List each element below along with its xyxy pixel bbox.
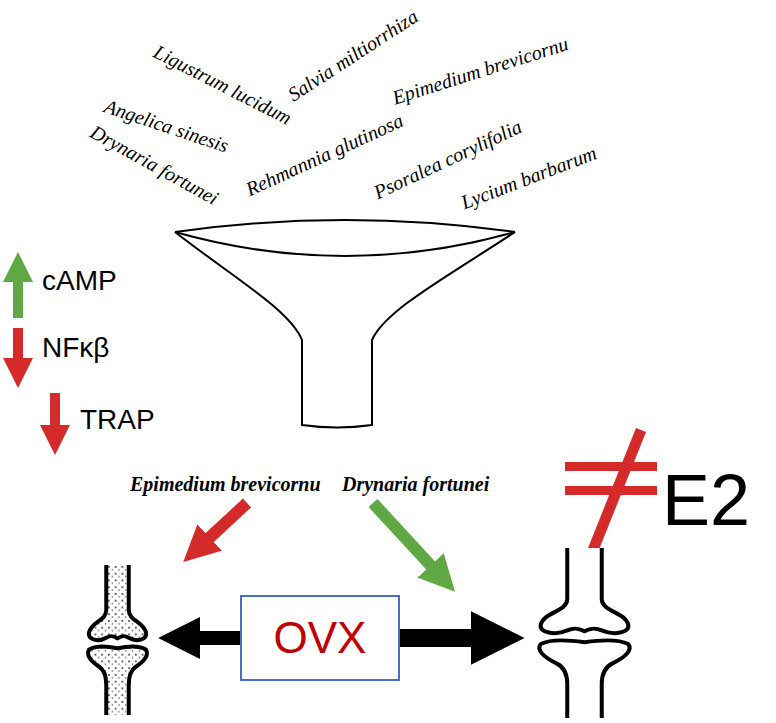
effect-arrow [196, 631, 242, 645]
marker-name: cAMP [42, 265, 117, 297]
herb-name: Epimedium brevicornu [390, 32, 571, 109]
marker-name: NFκβ [42, 332, 109, 364]
effect-arrow [398, 629, 476, 647]
selected-herb: Drynaria fortunei [342, 473, 489, 496]
increase-arrow [373, 503, 433, 568]
marker-name: TRAP [80, 404, 155, 436]
decrease-arrow [207, 503, 247, 540]
healthy-joint [539, 548, 629, 718]
funnel [175, 220, 515, 428]
hormone-name: E2 [662, 464, 750, 536]
condition-box: OVX [240, 595, 400, 681]
selected-herb: Epimedium brevicornu [130, 473, 321, 496]
down-arrow [50, 393, 60, 428]
not-equal-symbol [565, 428, 657, 552]
up-arrow [13, 279, 23, 318]
down-arrow [13, 328, 23, 361]
osteoporotic-joint [88, 565, 147, 715]
condition-name: OVX [274, 614, 367, 662]
